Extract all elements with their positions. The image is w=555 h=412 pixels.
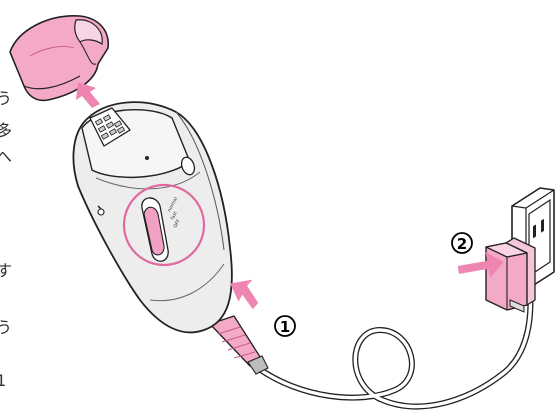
side-text-column: う 多 へ す う 1: [0, 89, 12, 390]
side-fragment: 1: [0, 371, 6, 390]
arrow-icon: [76, 82, 100, 108]
side-fragment: へ: [0, 147, 12, 166]
cord-connector: [210, 316, 268, 374]
ac-adapter-icon: [486, 238, 535, 312]
step-2-label: 2: [452, 233, 472, 253]
step-2-number: 2: [457, 235, 467, 253]
side-fragment: う: [0, 89, 12, 108]
step-1-number: 1: [280, 318, 290, 336]
side-fragment: う: [0, 318, 12, 337]
epilator-icon: normal fast OFF: [73, 102, 268, 374]
power-cord: [258, 288, 530, 406]
side-fragment: す: [0, 261, 12, 280]
step-1-label: 1: [275, 316, 295, 336]
side-fragment: 多: [0, 121, 12, 140]
